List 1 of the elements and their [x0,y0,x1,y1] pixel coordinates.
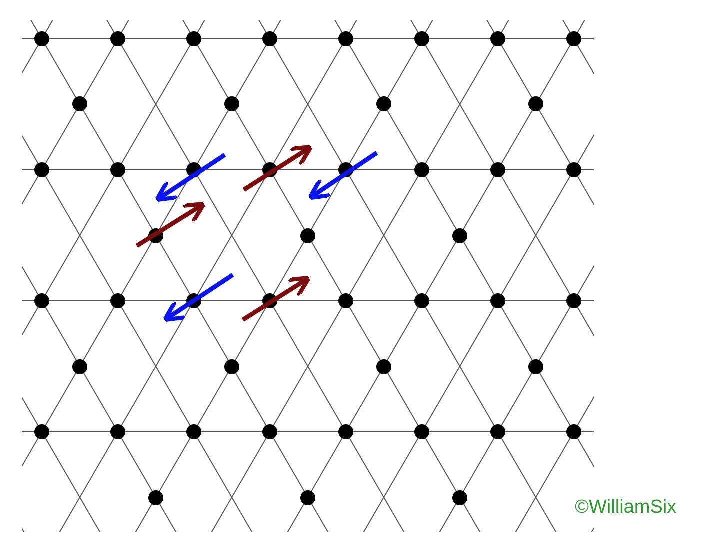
copyright-notice: ©WilliamSix [575,497,677,519]
